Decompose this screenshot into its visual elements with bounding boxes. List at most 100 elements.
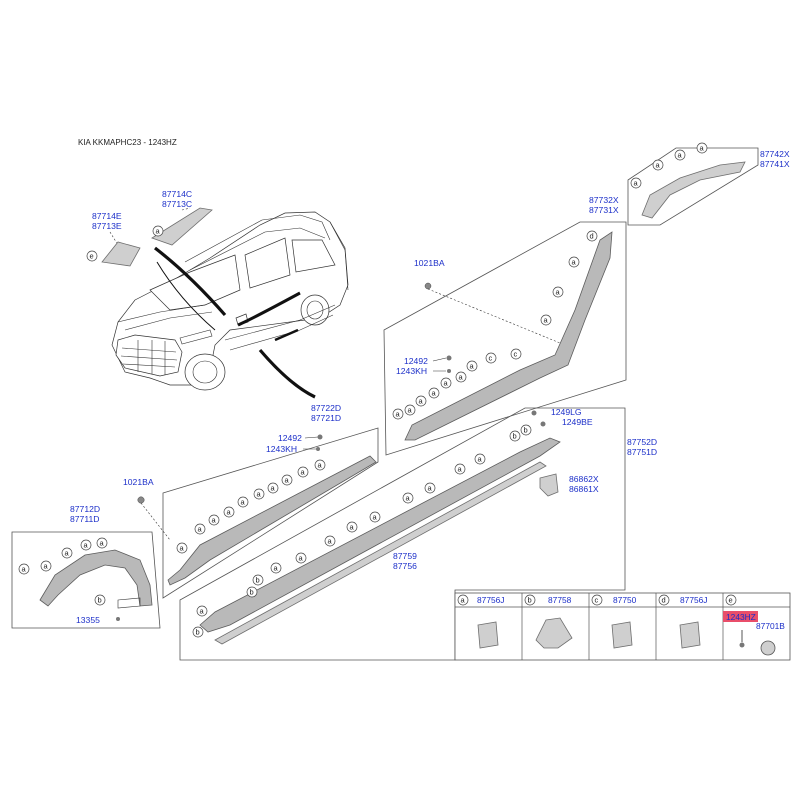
svg-text:a: a — [408, 406, 413, 415]
svg-text:a: a — [656, 161, 661, 170]
svg-text:b: b — [250, 588, 254, 597]
table-letter-e: e — [729, 596, 733, 605]
svg-text:a: a — [318, 461, 323, 470]
table-letter-b: b — [528, 596, 532, 605]
svg-text:a: a — [299, 554, 304, 563]
part-87732X — [404, 231, 613, 441]
grommet-icon — [760, 640, 776, 656]
svg-text:a: a — [198, 525, 203, 534]
svg-text:a: a — [100, 539, 105, 548]
svg-text:d: d — [590, 232, 594, 241]
svg-text:e: e — [90, 252, 94, 261]
svg-text:a: a — [396, 410, 401, 419]
label-87711D: 87711D — [70, 514, 99, 524]
label-87756: 87756 — [393, 561, 417, 571]
label-87752D: 87752D — [627, 437, 657, 447]
svg-text:a: a — [470, 362, 475, 371]
label-87751D: 87751D — [627, 447, 657, 457]
svg-text:a: a — [65, 549, 70, 558]
vehicle-illustration — [111, 211, 349, 391]
part-87752D — [199, 437, 561, 633]
svg-text:a: a — [700, 144, 705, 153]
label-87714C: 87714C — [162, 189, 192, 199]
label-87713E: 87713E — [92, 221, 122, 231]
table-part-e1: 1243HZ — [726, 612, 756, 622]
part-87722D — [167, 455, 377, 586]
svg-text:a: a — [678, 151, 683, 160]
label-1021BA-top: 1021BA — [414, 258, 445, 268]
table-letter-d: d — [662, 596, 666, 605]
table-letter-c: c — [595, 596, 599, 605]
label-87721D: 87721D — [311, 413, 341, 423]
label-87742X: 87742X — [760, 149, 790, 159]
svg-text:a: a — [328, 537, 333, 546]
svg-text:a: a — [156, 227, 161, 236]
table-part-c: 87750 — [613, 595, 637, 605]
label-86862X: 86862X — [569, 474, 599, 484]
part-87759 — [214, 461, 547, 645]
svg-text:a: a — [634, 179, 639, 188]
svg-text:a: a — [432, 389, 437, 398]
svg-text:a: a — [271, 484, 276, 493]
svg-text:a: a — [350, 523, 355, 532]
label-87759: 87759 — [393, 551, 417, 561]
svg-text:a: a — [478, 455, 483, 464]
part-87714C — [151, 207, 213, 246]
svg-text:a: a — [285, 476, 290, 485]
label-87713C: 87713C — [162, 199, 192, 209]
svg-text:a: a — [444, 379, 449, 388]
svg-text:a: a — [556, 288, 561, 297]
svg-text:b: b — [513, 432, 517, 441]
fastener-table: a 87756J b 87758 c 87750 d 87756J e 1243… — [454, 592, 791, 661]
label-87741X: 87741X — [760, 159, 790, 169]
table-part-e2: 87701B — [756, 621, 785, 631]
label-1021BA-left: 1021BA — [123, 477, 154, 487]
svg-text:a: a — [301, 468, 306, 477]
label-12492-top: 12492 — [404, 356, 428, 366]
svg-text:a: a — [227, 508, 232, 517]
svg-text:a: a — [212, 516, 217, 525]
svg-text:a: a — [257, 490, 262, 499]
svg-text:a: a — [428, 484, 433, 493]
svg-text:b: b — [256, 576, 260, 585]
label-12492-mid: 12492 — [278, 433, 302, 443]
label-87714E: 87714E — [92, 211, 122, 221]
label-1249LG: 1249LG — [551, 407, 582, 417]
svg-text:c: c — [514, 350, 518, 359]
table-letter-a: a — [461, 596, 466, 605]
svg-text:a: a — [459, 373, 464, 382]
svg-text:a: a — [373, 513, 378, 522]
svg-text:a: a — [544, 316, 549, 325]
label-87732X: 87732X — [589, 195, 619, 205]
part-87742X — [641, 161, 746, 219]
svg-text:a: a — [274, 564, 279, 573]
label-13355: 13355 — [76, 615, 100, 625]
clip-87756J-2-icon — [679, 621, 701, 649]
label-87731X: 87731X — [589, 205, 619, 215]
table-part-d: 87756J — [680, 595, 707, 605]
label-87722D: 87722D — [311, 403, 341, 413]
part-87714E — [101, 241, 141, 267]
svg-text:a: a — [84, 541, 89, 550]
label-86861X: 86861X — [569, 484, 599, 494]
svg-text:b: b — [98, 596, 102, 605]
clip-87758-icon — [535, 617, 573, 649]
table-part-b: 87758 — [548, 595, 572, 605]
svg-text:b: b — [196, 628, 200, 637]
svg-text:a: a — [200, 607, 205, 616]
label-1249BE: 1249BE — [562, 417, 593, 427]
label-1243KH-mid: 1243KH — [266, 444, 297, 454]
svg-text:b: b — [524, 426, 528, 435]
svg-text:a: a — [458, 465, 463, 474]
clip-87756J-icon — [477, 621, 499, 649]
svg-text:a: a — [241, 498, 246, 507]
svg-text:a: a — [572, 258, 577, 267]
svg-text:a: a — [419, 397, 424, 406]
table-part-a: 87756J — [477, 595, 504, 605]
clip-87750-icon — [611, 621, 633, 649]
label-1243KH-top: 1243KH — [396, 366, 427, 376]
svg-text:a: a — [22, 565, 27, 574]
svg-text:c: c — [489, 354, 493, 363]
svg-text:a: a — [180, 544, 185, 553]
